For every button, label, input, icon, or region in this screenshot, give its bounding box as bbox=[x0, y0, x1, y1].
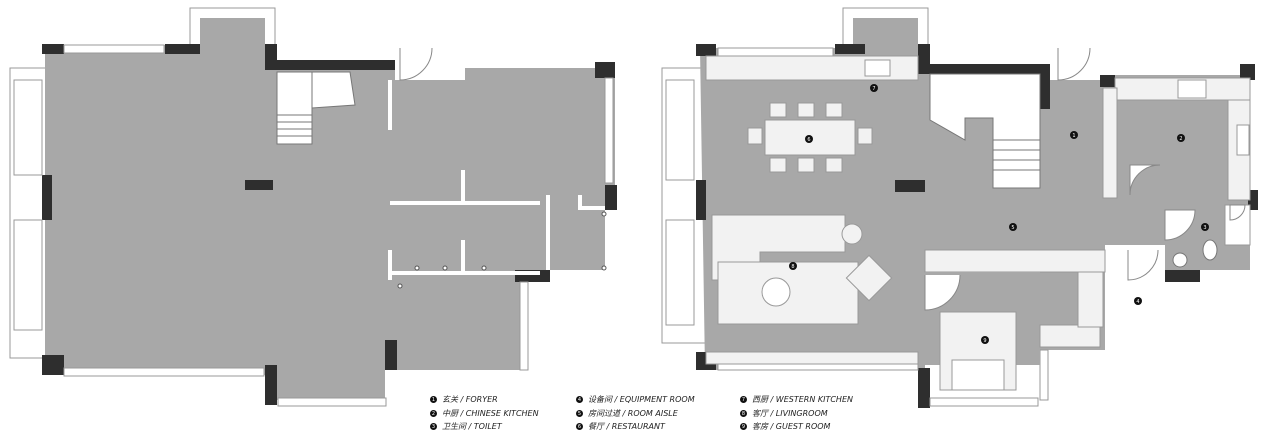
door-swing bbox=[399, 47, 433, 81]
western-kitchen-counter bbox=[705, 55, 919, 81]
living-sofa bbox=[711, 214, 893, 325]
marker-3: 3 bbox=[1203, 225, 1206, 231]
left-floor bbox=[45, 45, 615, 400]
marker-1: 1 bbox=[1072, 133, 1075, 139]
marker-2: 2 bbox=[1179, 136, 1182, 142]
marker-8: 8 bbox=[791, 264, 794, 270]
staircase bbox=[929, 73, 1041, 189]
staircase bbox=[276, 71, 356, 145]
chinese-kitchen-counter bbox=[1102, 77, 1251, 201]
marker-5: 5 bbox=[1011, 225, 1014, 231]
marker-7: 7 bbox=[872, 86, 875, 92]
plan-right bbox=[661, 7, 1258, 408]
marker-4: 4 bbox=[1136, 299, 1139, 305]
marker-9: 9 bbox=[983, 338, 986, 344]
dining-table bbox=[747, 102, 873, 173]
plan-left bbox=[9, 7, 617, 407]
marker-6: 6 bbox=[807, 137, 810, 143]
room-markers: 1 2 3 4 5 6 7 8 9 bbox=[789, 84, 1209, 344]
